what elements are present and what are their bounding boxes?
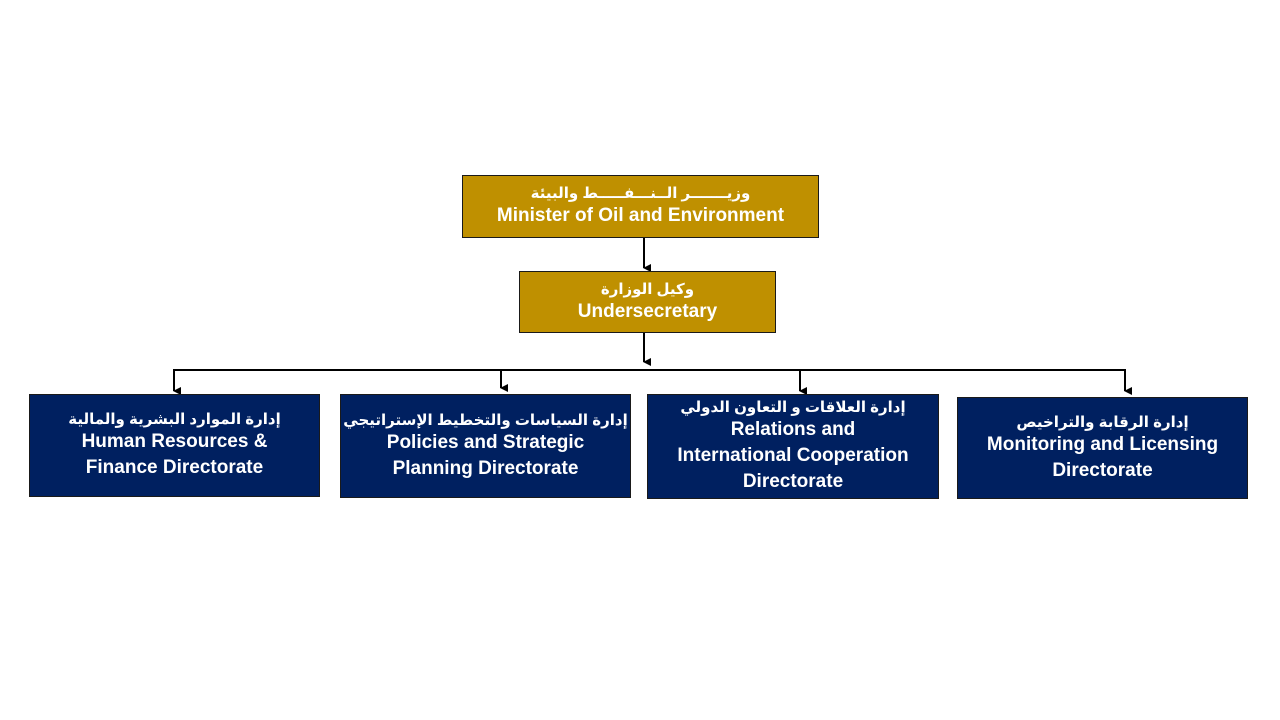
policies-planning-directorate-box: إدارة السياسات والتخطيط الإستراتيجي Poli… xyxy=(340,394,631,498)
monitoring-licensing-directorate-box: إدارة الرقابة والتراخيص Monitoring and L… xyxy=(957,397,1248,499)
directorate-title-english-line-1: Policies and Strategic xyxy=(386,431,585,453)
relations-cooperation-directorate-box: إدارة العلاقات و التعاون الدولي Relation… xyxy=(647,394,939,499)
directorate-title-english-line-1: Monitoring and Licensing xyxy=(986,433,1219,455)
directorate-title-english-line-2: International Cooperation xyxy=(677,445,909,466)
directorate-title-arabic: إدارة الموارد البشرية والمالية xyxy=(68,411,281,428)
minister-title-english: Minister of Oil and Environment xyxy=(496,205,785,226)
directorate-title-english-line-2: Planning Directorate xyxy=(392,457,579,479)
directorate-title-arabic: إدارة العلاقات و التعاون الدولي xyxy=(680,399,906,416)
directorate-title-arabic: إدارة السياسات والتخطيط الإستراتيجي xyxy=(343,411,628,429)
undersecretary-box: وكيل الوزارة Undersecretary xyxy=(519,271,776,333)
undersecretary-title-english: Undersecretary xyxy=(577,300,718,322)
directorate-title-english-line-3: Directorate xyxy=(742,471,844,492)
minister-title-arabic: وزيـــــــر الــنـــفـــــط والبيئة xyxy=(530,185,751,202)
directorate-title-english-line-2: Directorate xyxy=(1052,459,1153,481)
directorate-title-english-line-1: Relations and xyxy=(730,419,856,440)
undersecretary-title-arabic: وكيل الوزارة xyxy=(600,280,695,298)
directorate-title-english-line-2: Finance Directorate xyxy=(85,457,264,478)
directorate-title-english-line-1: Human Resources & xyxy=(81,431,268,452)
hr-finance-directorate-box: إدارة الموارد البشرية والمالية Human Res… xyxy=(29,394,320,497)
minister-box: وزيـــــــر الــنـــفـــــط والبيئة Mini… xyxy=(462,175,819,238)
directorate-title-arabic: إدارة الرقابة والتراخيص xyxy=(1016,413,1189,431)
